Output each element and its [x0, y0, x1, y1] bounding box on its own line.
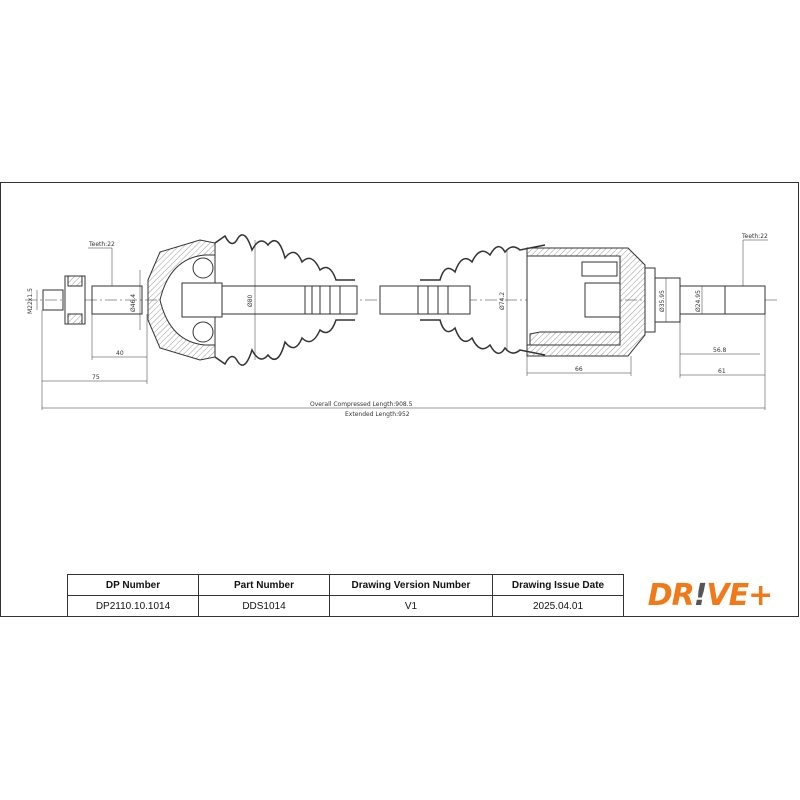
dim-40: 40	[116, 350, 124, 357]
overall-length: Overall Compressed Length:908.5	[310, 401, 413, 408]
value-dp-number: DP2110.10.1014	[67, 595, 199, 617]
dim-61: 61	[718, 368, 726, 375]
dim-66: 66	[575, 366, 583, 373]
outer-shaft-diameter: Ø46.4	[130, 294, 137, 312]
inner-boot-diameter: Ø74.2	[499, 292, 506, 310]
main-shaft-left	[221, 285, 358, 315]
header-part-number: Part Number	[198, 574, 330, 596]
cv-ball-bottom	[192, 321, 214, 343]
nut-hatch-top	[67, 275, 83, 287]
value-version: V1	[329, 595, 493, 617]
logo-text: DR	[647, 578, 695, 613]
drive-plus-logo: DR!VE+	[620, 574, 800, 617]
nut-hatch-bottom	[67, 313, 83, 325]
logo-exclamation: !	[693, 578, 708, 613]
main-shaft-right	[379, 285, 471, 315]
outer-boot-lower	[214, 319, 355, 366]
value-issue-date: 2025.04.01	[492, 595, 624, 617]
inner-boot	[420, 244, 546, 281]
tripod-roller	[581, 261, 618, 277]
thread-label: M22x1.5	[27, 288, 34, 314]
drawing-frame	[0, 182, 799, 617]
inner-joint-wall	[529, 331, 621, 346]
value-part-number: DDS1014	[198, 595, 330, 617]
inner-shaft-diameter: Ø24.95	[695, 290, 702, 312]
inner-stub-shaft	[679, 285, 726, 315]
dimension-lines	[36, 239, 768, 410]
tripod-spider	[584, 282, 621, 318]
outer-boot-diameter: Ø80	[247, 294, 254, 307]
dim-75: 75	[92, 374, 100, 381]
flange	[644, 267, 656, 333]
header-issue-date: Drawing Issue Date	[492, 574, 624, 596]
extended-length: Extended Length:952	[345, 411, 410, 418]
right-teeth-label: Teeth:22	[741, 233, 768, 240]
header-version: Drawing Version Number	[329, 574, 493, 596]
outer-spline-shaft	[91, 285, 143, 315]
outer-boot	[214, 234, 355, 281]
flange-neck	[654, 277, 681, 323]
title-block: DP Number Part Number Drawing Version Nu…	[67, 574, 624, 617]
thread-stub	[42, 289, 64, 311]
inner-boot-lower	[420, 319, 546, 356]
inner-spline	[724, 285, 766, 315]
logo-text-end: VE+	[706, 578, 773, 613]
dim-56-8: 56.8	[713, 347, 727, 354]
flange-diameter: Ø35.95	[659, 290, 666, 312]
header-dp-number: DP Number	[67, 574, 199, 596]
cv-ball-top	[192, 257, 214, 279]
cv-inner-race	[181, 282, 223, 318]
left-teeth-label: Teeth:22	[88, 241, 115, 248]
